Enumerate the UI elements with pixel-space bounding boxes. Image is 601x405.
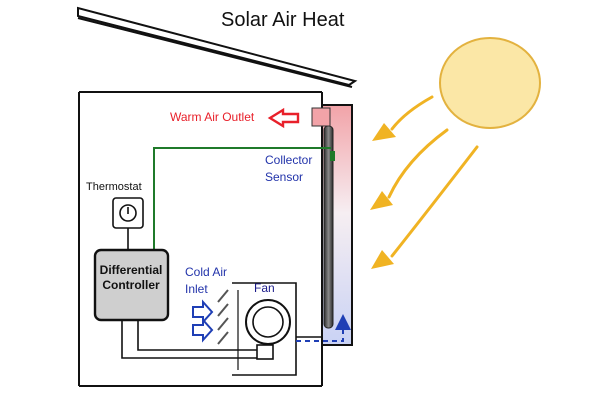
collector-sensor-label-line2: Sensor: [265, 170, 304, 184]
warm-air-arrow: [267, 107, 300, 129]
cold-air-label-line1: Cold Air: [185, 265, 228, 279]
fan-unit: [232, 282, 322, 376]
thermostat: [112, 197, 144, 250]
solar-collector: [311, 104, 353, 346]
differential-controller-label: Differential Controller: [98, 263, 164, 293]
fan-wiring: [121, 320, 258, 359]
house-walls: [78, 91, 323, 387]
roof: [77, 6, 358, 88]
sun-rays: [387, 95, 479, 258]
sun-ray-arrowheads: [370, 123, 396, 269]
cold-air-return: [296, 314, 351, 342]
sensor-wire: [153, 147, 331, 250]
warm-air-outlet-label: Warm Air Outlet: [170, 110, 255, 124]
differential-controller: [93, 248, 170, 322]
controller-label-line2: Controller: [102, 278, 160, 292]
diagram-title: Solar Air Heat: [221, 9, 345, 31]
cold-air-label-line2: Inlet: [185, 282, 208, 296]
collector-sensor-label-line1: Collector: [265, 153, 313, 167]
cold-air-inlet-label: Cold Air Inlet: [185, 264, 227, 298]
collector-sensor-label: Collector Sensor: [265, 152, 312, 186]
inlet-louvres: [217, 289, 229, 345]
cold-air-arrows: [192, 299, 214, 343]
controller-label-line1: Differential: [99, 263, 163, 277]
thermostat-label: Thermostat: [86, 181, 142, 193]
fan-label: Fan: [254, 281, 275, 295]
sun: [439, 37, 541, 129]
